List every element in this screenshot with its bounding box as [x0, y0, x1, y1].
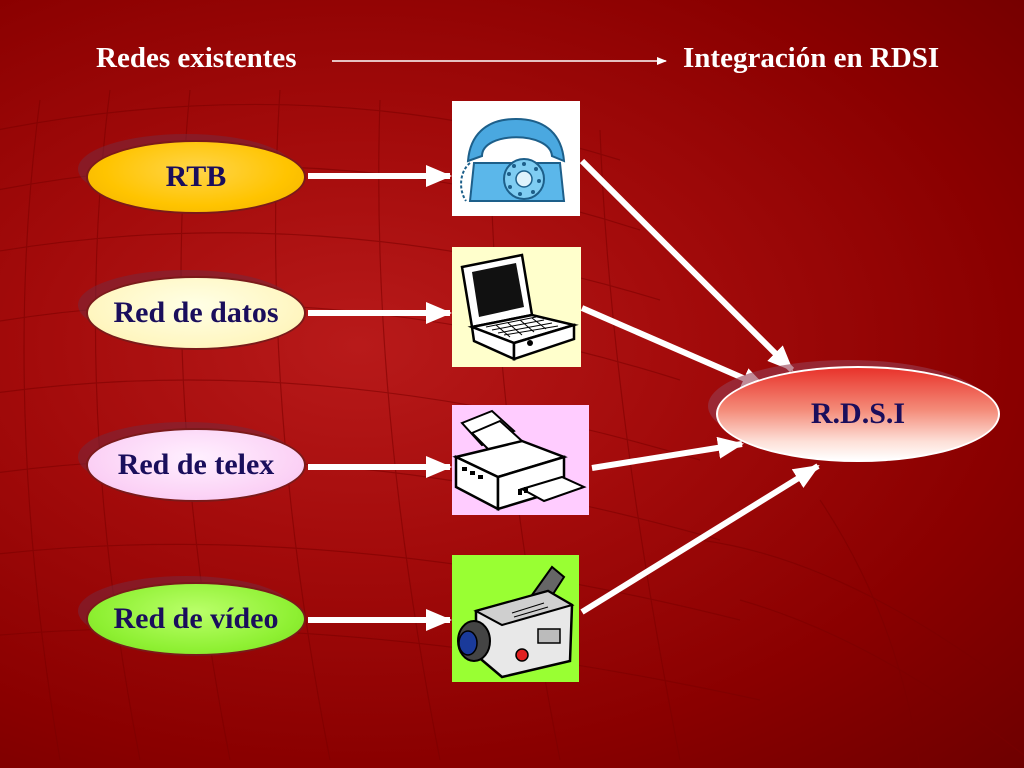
arrow-computer-to-rdsi: [580, 305, 768, 391]
arrow-camera-to-rdsi: [580, 463, 820, 615]
header-existing-networks: Redes existentes: [96, 42, 297, 74]
arrow-printer-to-rdsi: [591, 436, 744, 471]
network-node-data: Red de datos: [86, 276, 306, 350]
network-node-video: Red de vídeo: [86, 582, 306, 656]
computer-icon: [452, 247, 581, 367]
header-rdsi-integration: Integración en RDSI: [683, 42, 940, 74]
video-camera-icon: [452, 555, 579, 682]
rdsi-target-node: R.D.S.I: [716, 366, 1000, 462]
network-node-telex: Red de telex: [86, 428, 306, 502]
arrow-phone-to-rdsi: [579, 158, 795, 373]
printer-icon: [452, 405, 589, 515]
telephone-icon: [452, 101, 580, 216]
network-node-rtb: RTB: [86, 140, 306, 214]
